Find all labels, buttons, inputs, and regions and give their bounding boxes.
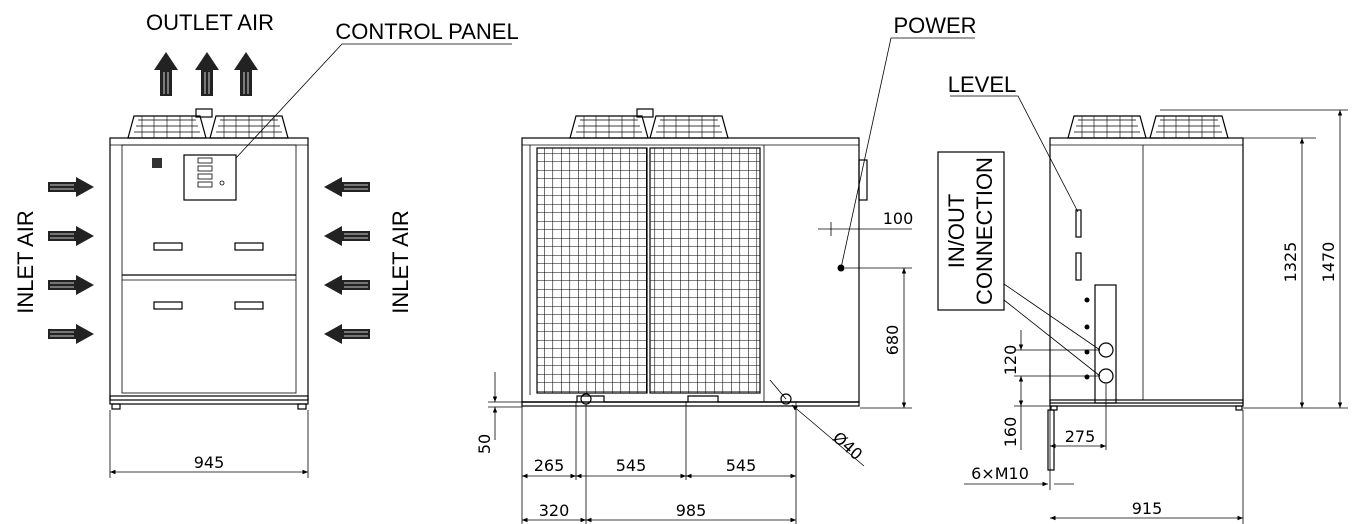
in-out-connection-box — [937, 151, 1005, 311]
in-out-label-line1: IN/OUT — [944, 194, 969, 269]
control-panel-box — [183, 154, 237, 201]
control-panel-label: CONTROL PANEL — [335, 19, 518, 44]
water-outlet-connection — [1098, 368, 1114, 384]
level-leader — [950, 95, 1079, 213]
level-indicator-lower — [1075, 252, 1082, 281]
dim-side-dia40: Ø40 — [829, 428, 866, 464]
dim-side-50: 50 — [475, 434, 494, 454]
side-fan-right — [649, 115, 729, 139]
level-indicator-upper — [1075, 209, 1082, 238]
side-fan-left — [569, 115, 649, 139]
dim-front-width: 945 — [194, 453, 225, 472]
rear-unit-body — [1049, 137, 1244, 404]
rear-fan-left — [1067, 115, 1147, 139]
front-fan-left — [127, 115, 207, 139]
dim-rear-915: 915 — [1132, 499, 1163, 518]
dim-side-100: 100 — [883, 209, 914, 228]
front-fan-right — [209, 115, 289, 139]
dim-rear-160: 160 — [1001, 417, 1020, 448]
power-leader — [840, 37, 975, 269]
outlet-air-label: OUTLET AIR — [146, 10, 274, 35]
dim-side-545b: 545 — [726, 456, 757, 475]
side-view: POWER 100 680 50 265 545 545 320 — [475, 13, 977, 524]
rear-view: LEVEL IN/OUT CONNECTION 120 160 275 — [937, 72, 1348, 524]
dim-rear-m10: 6×M10 — [971, 464, 1029, 483]
dim-side-320: 320 — [539, 501, 570, 520]
level-label: LEVEL — [948, 72, 1017, 97]
control-panel-leader — [235, 43, 512, 159]
dim-rear-275: 275 — [1065, 427, 1096, 446]
in-out-label-line2: CONNECTION — [972, 157, 997, 305]
inlet-air-left-label: INLET AIR — [13, 210, 38, 314]
condenser-coil-right — [649, 147, 761, 394]
dim-rear-120: 120 — [1001, 345, 1020, 376]
dim-side-265: 265 — [534, 456, 565, 475]
inlet-air-arrows-left — [47, 176, 95, 345]
outlet-air-arrows — [153, 51, 259, 97]
dim-rear-1325: 1325 — [1281, 242, 1300, 283]
inlet-air-arrows-right — [323, 176, 371, 345]
condenser-coil-left — [536, 147, 648, 394]
water-inlet-connection — [1098, 342, 1114, 358]
dim-rear-1470: 1470 — [1319, 242, 1338, 283]
dim-side-680: 680 — [883, 325, 902, 356]
dim-side-545a: 545 — [616, 456, 647, 475]
rear-fan-right — [1149, 115, 1229, 139]
dim-side-985: 985 — [676, 501, 707, 520]
front-unit-body — [109, 137, 309, 401]
front-view: OUTLET AIR CONTROL PANEL — [13, 10, 519, 478]
power-label: POWER — [893, 13, 976, 38]
inlet-air-right-label: INLET AIR — [388, 210, 413, 314]
